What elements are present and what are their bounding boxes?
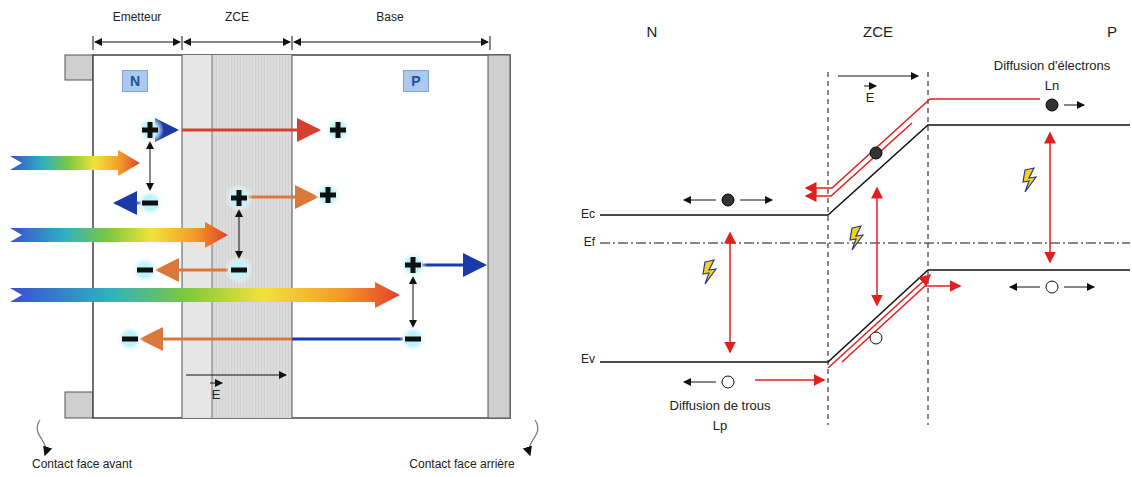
length-symbol: Ln <box>1045 79 1059 93</box>
level-name: Ec <box>581 208 595 221</box>
region-letter: P <box>411 73 420 89</box>
region-name: P <box>1107 24 1117 41</box>
region-name: ZCE <box>225 11 249 24</box>
region-name: N <box>647 24 658 41</box>
region-tag: N <box>122 70 148 92</box>
field-symbol: E <box>212 388 221 402</box>
length-symbol: Lp <box>713 419 727 433</box>
contact-name: Contact face arrière <box>409 458 514 471</box>
region-name: ZCE <box>863 24 893 41</box>
region-letter: N <box>130 73 140 89</box>
contact-name: Contact face avant <box>32 458 132 471</box>
field-symbol: E <box>866 91 875 105</box>
region-tag: P <box>403 70 429 92</box>
level-name: Ev <box>581 353 595 366</box>
process-note: Diffusion d'électrons <box>994 59 1110 73</box>
region-name: Emetteur <box>113 11 162 24</box>
region-name: Base <box>376 11 403 24</box>
level-name: Ef <box>584 236 595 249</box>
process-note: Diffusion de trous <box>670 399 771 413</box>
